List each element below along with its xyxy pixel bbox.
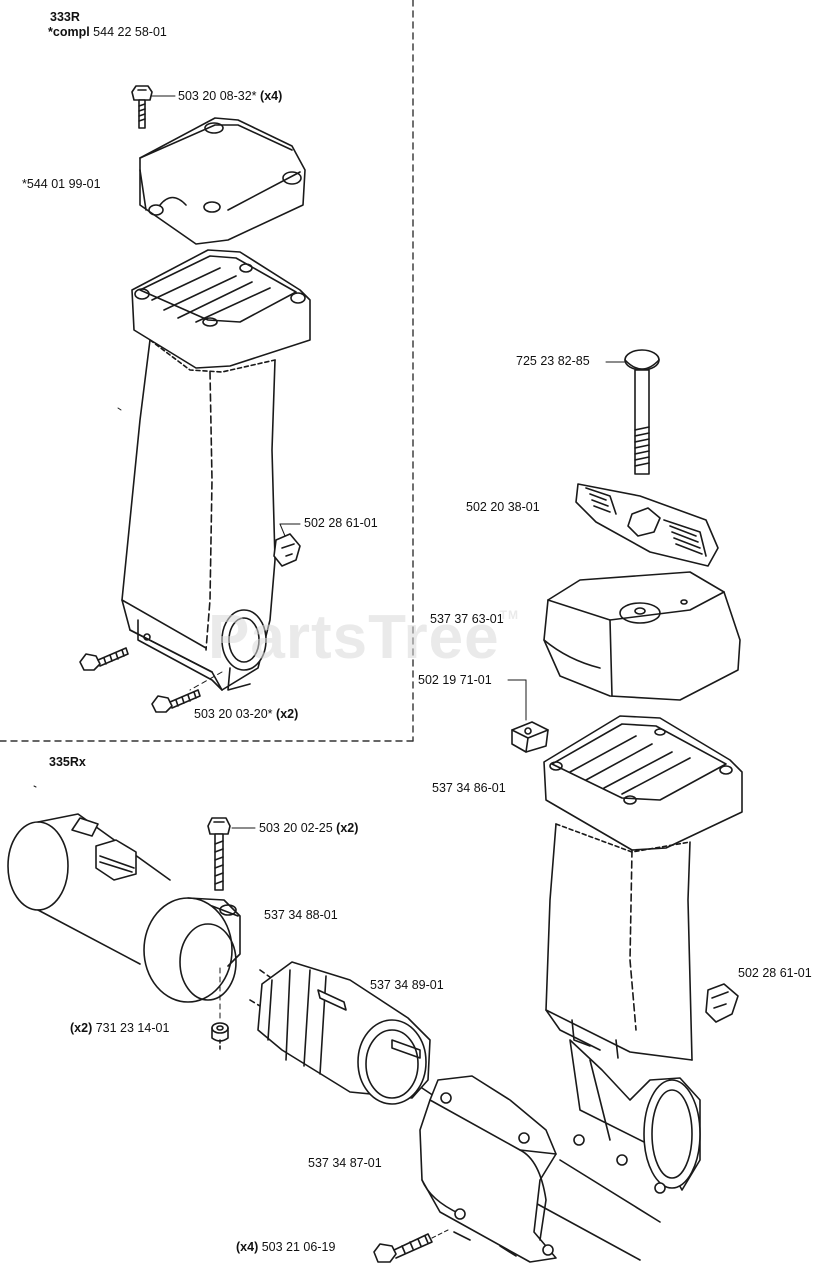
lower-clamp-part bbox=[419, 1075, 557, 1263]
screw-icon bbox=[131, 85, 153, 129]
part-label[interactable]: 503 20 03-20* (x2) bbox=[194, 707, 299, 721]
part-label[interactable]: 502 20 38-01 bbox=[466, 500, 540, 514]
part-label[interactable]: 537 34 89-01 bbox=[370, 978, 444, 992]
clamp-cap-part bbox=[139, 117, 306, 245]
section-divider bbox=[0, 0, 414, 742]
part-label[interactable]: 503 20 08-32* (x4) bbox=[178, 89, 283, 103]
part-label[interactable]: 537 34 88-01 bbox=[264, 908, 338, 922]
part-label[interactable]: (x2) 731 23 14-01 bbox=[70, 1021, 170, 1035]
watermark: PartsTreeTM bbox=[208, 603, 519, 672]
section-title-333r: 333R bbox=[50, 10, 80, 24]
clip-part-lower bbox=[705, 983, 739, 1023]
part-label[interactable]: *544 01 99-01 bbox=[22, 177, 101, 191]
screw-icon bbox=[79, 647, 129, 671]
clamp-ring-part bbox=[143, 897, 241, 1003]
screw-icon bbox=[373, 1233, 433, 1263]
handle-body-333r bbox=[121, 249, 311, 691]
part-label[interactable]: 502 28 61-01 bbox=[738, 966, 812, 980]
cover-part bbox=[543, 571, 741, 701]
handle-body-335rx bbox=[545, 823, 701, 1194]
part-label[interactable]: 537 37 63-01 bbox=[430, 612, 504, 626]
part-label[interactable]: 502 28 61-01 bbox=[304, 516, 378, 530]
part-label[interactable]: 502 19 71-01 bbox=[418, 673, 492, 687]
part-label[interactable]: (x4) 503 21 06-19 bbox=[236, 1240, 336, 1254]
clip-part-upper bbox=[273, 533, 301, 567]
part-label[interactable]: 725 23 82-85 bbox=[516, 354, 590, 368]
part-label[interactable]: 503 20 02-25 (x2) bbox=[259, 821, 359, 835]
handle-base-part bbox=[543, 715, 743, 851]
bolt-icon bbox=[624, 349, 660, 475]
part-label[interactable]: 537 34 87-01 bbox=[308, 1156, 382, 1170]
section-title-335rx: 335Rx bbox=[49, 755, 86, 769]
wing-knob-part bbox=[575, 483, 719, 567]
screw-icon bbox=[207, 817, 231, 891]
sleeve-part bbox=[257, 961, 431, 1105]
square-nut-part bbox=[511, 721, 549, 753]
nut-part bbox=[211, 1022, 229, 1051]
part-label[interactable]: 537 34 86-01 bbox=[432, 781, 506, 795]
compl-kit-label: *compl 544 22 58-01 bbox=[48, 25, 167, 39]
screw-icon bbox=[151, 689, 201, 713]
